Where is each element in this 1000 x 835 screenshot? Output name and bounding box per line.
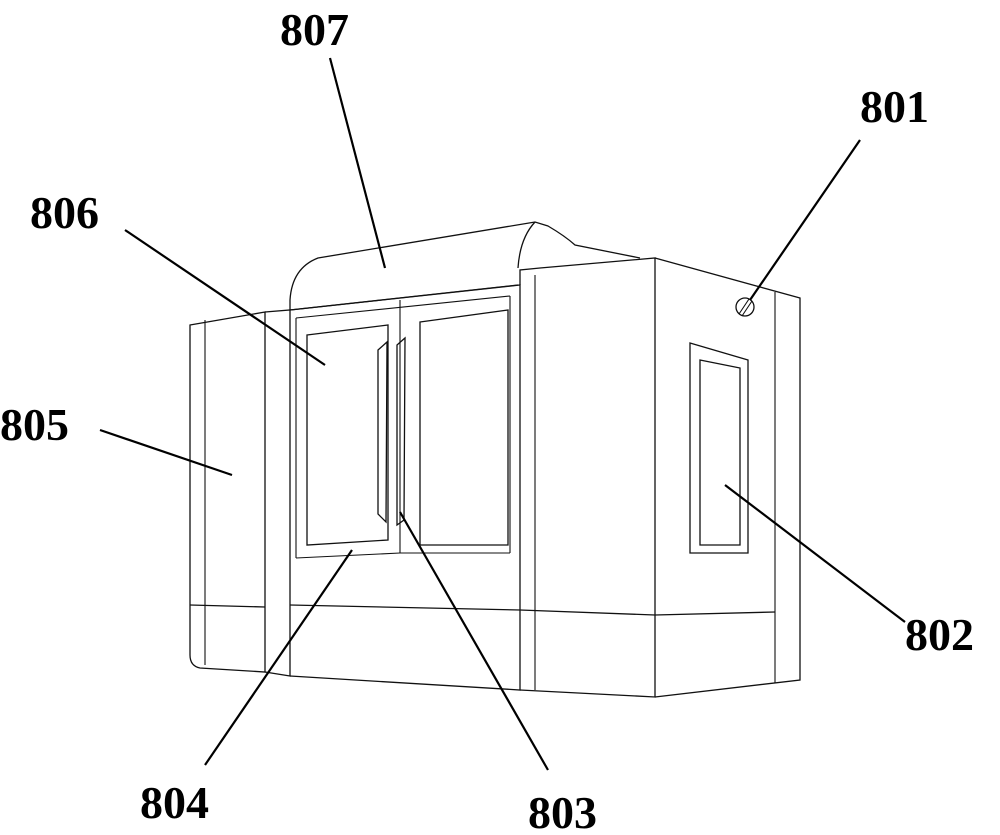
leader-801 — [749, 139, 861, 301]
label-806: 806 — [30, 187, 99, 238]
leader-807 — [328, 57, 387, 269]
reference-numerals: 807 801 806 805 802 804 803 — [0, 4, 974, 835]
top-hood — [289, 221, 641, 311]
front-door-frame — [289, 284, 521, 691]
label-802: 802 — [905, 609, 974, 660]
leader-804 — [204, 549, 353, 766]
right-main-body — [519, 257, 801, 698]
label-801: 801 — [860, 81, 929, 132]
left-side-cabinet — [189, 309, 291, 677]
label-807: 807 — [280, 4, 349, 55]
label-803: 803 — [528, 787, 597, 835]
label-804: 804 — [140, 777, 209, 828]
door-handle-right — [396, 336, 406, 527]
leader-lines — [99, 57, 906, 771]
indicator-light — [735, 297, 755, 317]
leader-802 — [724, 484, 906, 623]
side-window-frame — [689, 342, 749, 554]
leader-806 — [124, 229, 326, 366]
side-window-glass — [699, 359, 741, 546]
label-805: 805 — [0, 399, 69, 450]
door-handle-left — [377, 340, 388, 524]
leader-803 — [399, 511, 549, 771]
leader-805 — [99, 428, 233, 477]
